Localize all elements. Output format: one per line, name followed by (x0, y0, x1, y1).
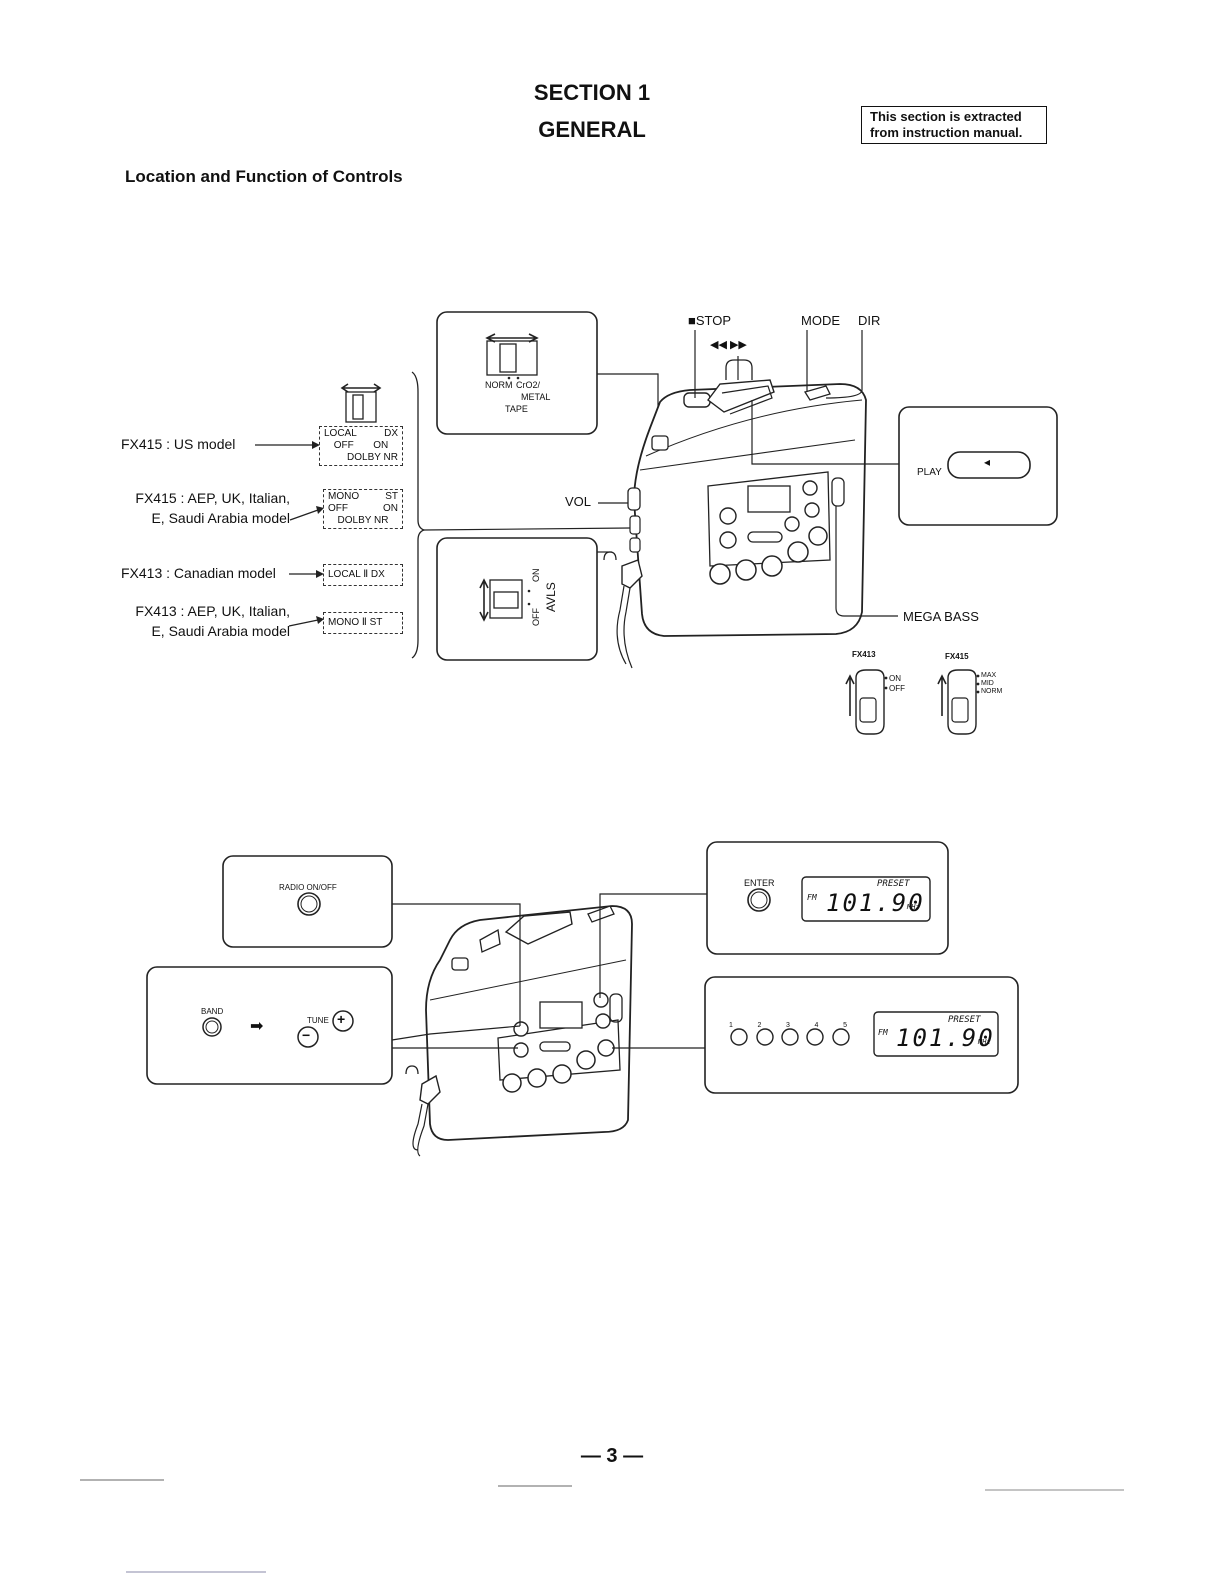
tape-label: TAPE (505, 404, 528, 414)
lcd-fm-2: FM (878, 1028, 888, 1037)
band-label: BAND (201, 1007, 224, 1016)
label-fx415-aep: FX415 : AEP, UK, Italian, E, Saudi Arabi… (135, 490, 290, 526)
bass-fx413-model: FX413 (852, 650, 876, 659)
switch-panel-ca: LOCAL Ⅱ DX (323, 564, 403, 586)
preset-number: 2 (757, 1022, 762, 1029)
tune-minus-icon: − (302, 1027, 311, 1043)
preset-number: 1 (729, 1022, 733, 1029)
preset-number: 5 (843, 1022, 847, 1029)
bass-fx415-max: MAX (981, 672, 997, 679)
preset-number: 4 (814, 1022, 819, 1029)
preset-button-numbers: 1 2 3 4 5 (729, 1022, 847, 1029)
switch-panel-aep413: MONO Ⅱ ST (323, 612, 403, 634)
callout-dir: DIR (858, 313, 881, 328)
label-fx415-us: FX415 : US model (121, 436, 236, 452)
bass-fx415-norm: NORM (981, 688, 1003, 695)
arrow-right-icon: ➡ (250, 1018, 264, 1035)
extract-notice: This section is extracted from instructi… (861, 106, 1047, 144)
lcd-frequency-1: 101.90 (826, 889, 925, 917)
preset-number: 3 (786, 1022, 790, 1029)
notice-line-2: from instruction manual. (870, 125, 1023, 140)
lcd-preset-1: PRESET (877, 879, 910, 889)
bass-fx415-mid: MID (981, 680, 994, 687)
label-fx413-ca: FX413 : Canadian model (121, 565, 276, 581)
radio-on-off-label: RADIO ON/OFF (279, 883, 337, 892)
callout-vol: VOL (565, 494, 592, 509)
tape-norm: NORM (485, 380, 513, 390)
label-fx413-aep: FX413 : AEP, UK, Italian, E, Saudi Arabi… (135, 603, 290, 639)
callout-stop: ■STOP (688, 313, 732, 328)
callout-mode: MODE (801, 313, 840, 328)
enter-label: ENTER (744, 878, 775, 888)
tape-cro2: CrO2/ (516, 380, 541, 390)
callout-mega-bass: MEGA BASS (903, 609, 979, 624)
play-label: PLAY (917, 467, 942, 478)
play-arrow-icon: ◂ (984, 455, 991, 469)
bass-fx413-off: OFF (889, 684, 905, 693)
tune-plus-icon: + (337, 1011, 346, 1027)
notice-line-1: This section is extracted (870, 109, 1022, 124)
bass-fx415-model: FX415 (945, 652, 969, 661)
lcd-fm-1: FM (807, 893, 817, 902)
lcd-mhz-2: MHz (978, 1038, 991, 1046)
lcd-mhz-1: MHz (907, 903, 920, 911)
section-number: SECTION 1 (533, 80, 651, 105)
callout-rew-ff: ◀◀ ▶▶ (710, 339, 747, 351)
footer-rules (80, 1479, 1124, 1573)
tune-label: TUNE (307, 1016, 329, 1025)
lcd-frequency-2: 101.90 (896, 1024, 995, 1052)
subtitle: Location and Function of Controls (125, 167, 403, 186)
bass-fx413-on: ON (889, 674, 901, 683)
lcd-preset-2: PRESET (948, 1015, 981, 1025)
section-title: GENERAL (538, 117, 646, 142)
tape-metal: METAL (521, 392, 551, 402)
page-number: — 3 — (580, 1445, 644, 1467)
